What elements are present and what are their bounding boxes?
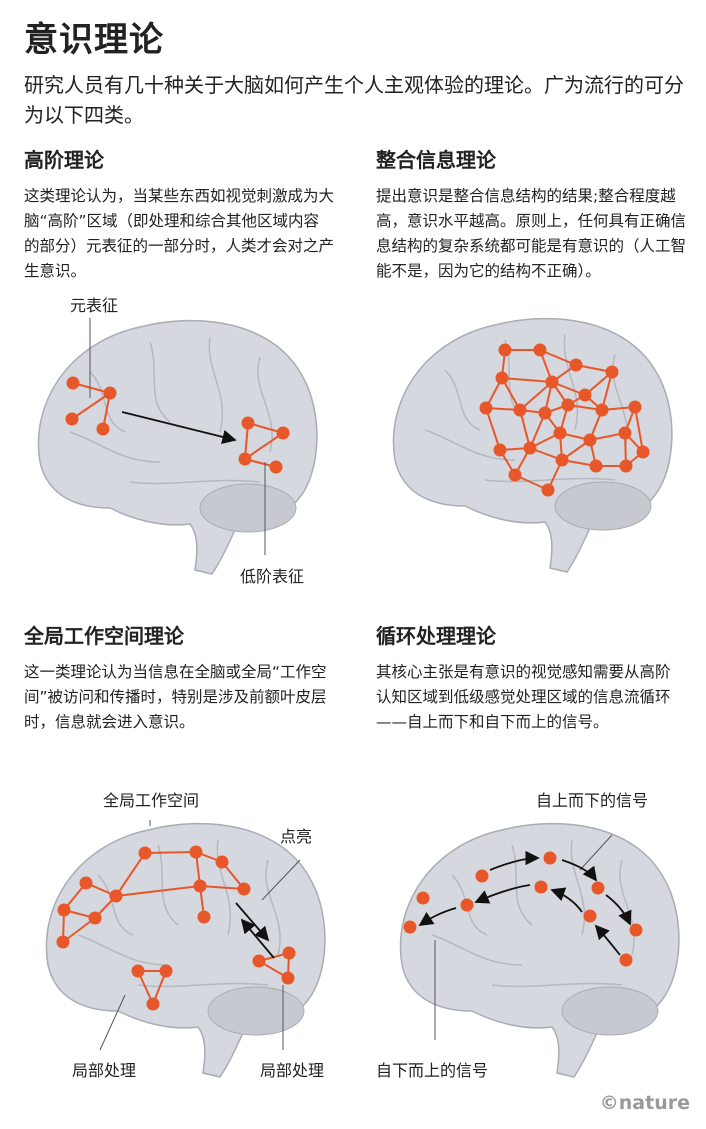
connection-line: [601, 371, 613, 411]
network-node: [541, 483, 555, 497]
network-node: [416, 891, 430, 905]
nature-credit: ©nature: [599, 1092, 690, 1114]
heading-iit: 整合信息理论: [376, 148, 496, 172]
network-node: [197, 910, 211, 924]
network-node: [88, 911, 102, 925]
network-node: [589, 459, 603, 473]
body-gwt: 这一类理论认为当信息在全脑或全局“工作空间”被访问和传播时，特别是涉及前额叶皮层…: [24, 663, 327, 731]
network-node: [618, 426, 632, 440]
connection-line: [634, 406, 644, 453]
network-node: [569, 358, 583, 372]
network-node: [595, 403, 609, 417]
heading-high-order: 高阶理论: [24, 148, 104, 172]
connection-line: [144, 851, 197, 854]
network-node: [475, 869, 489, 883]
network-node: [103, 386, 117, 400]
network-node: [252, 954, 266, 968]
network-node: [543, 851, 557, 865]
network-node: [619, 459, 633, 473]
network-node: [495, 371, 509, 385]
label-local-processing-2: 局部处理: [260, 1061, 325, 1080]
network-node: [583, 909, 597, 923]
network-node: [629, 923, 643, 937]
connection-line: [71, 392, 111, 420]
network-node: [146, 997, 160, 1011]
connection-line: [115, 852, 146, 897]
body-iit: 提出意识是整合信息结构的结果;整合程度越高，意识水平越高。原则上，任何具有正确信…: [376, 187, 687, 280]
network-node: [238, 452, 252, 466]
connection-line: [519, 409, 531, 449]
network-node: [555, 453, 569, 467]
network-node: [534, 880, 548, 894]
network-node: [215, 855, 229, 869]
brain-recurrent: [399, 822, 680, 1078]
network-node: [65, 412, 79, 426]
network-node: [619, 953, 633, 967]
body-high-order: 这类理论认为，当某些东西如视觉刺激成为大脑“高阶”区域（即处理和综合其他区域内容…: [24, 187, 335, 280]
label-meta-representation: 元表征: [70, 296, 119, 315]
network-node: [561, 398, 575, 412]
network-node: [508, 468, 522, 482]
network-node: [96, 422, 110, 436]
connection-line: [199, 885, 245, 890]
network-node: [57, 903, 71, 917]
network-node: [545, 375, 559, 389]
label-global-workspace: 全局工作空间: [103, 791, 200, 810]
network-node: [159, 964, 173, 978]
network-node: [131, 964, 145, 978]
network-node: [79, 876, 93, 890]
network-node: [591, 881, 605, 895]
network-node: [636, 445, 650, 459]
network-node: [241, 416, 255, 430]
network-node: [538, 406, 552, 420]
network-node: [189, 845, 203, 859]
heading-gwt: 全局工作空间理论: [24, 624, 184, 648]
label-low-order-representation: 低阶表征: [240, 567, 305, 586]
network-node: [56, 935, 70, 949]
network-node: [403, 920, 417, 934]
network-node: [66, 376, 80, 390]
network-node: [605, 365, 619, 379]
connection-line: [485, 407, 501, 451]
connection-line: [244, 432, 284, 460]
label-bottom-up: 自下而上的信号: [376, 1061, 489, 1080]
body-recurrent: 其核心主张是有意识的视觉感知需要从高阶认知区域到低级感觉处理区域的信息流循环——…: [376, 663, 671, 731]
brain-high-order: [37, 319, 318, 575]
network-node: [281, 971, 295, 985]
label-ignition: 点亮: [280, 827, 313, 846]
label-top-down: 自上而下的信号: [536, 791, 649, 810]
network-node: [109, 889, 123, 903]
connection-line: [519, 381, 553, 411]
network-node: [269, 460, 283, 474]
network-node: [553, 426, 567, 440]
network-node: [282, 946, 296, 960]
network-node: [513, 403, 527, 417]
network-node: [237, 882, 251, 896]
network-node: [138, 846, 152, 860]
network-node: [583, 433, 597, 447]
connection-line: [115, 885, 201, 897]
network-node: [193, 879, 207, 893]
connection-line: [501, 377, 553, 383]
connection-line: [62, 917, 96, 943]
network-node: [276, 426, 290, 440]
network-node: [523, 441, 537, 455]
intro-text: 研究人员有几十种关于大脑如何产生个人主观体验的理论。广为流行的可分为以下四类。: [24, 73, 684, 127]
network-node: [578, 388, 592, 402]
network-node: [628, 400, 642, 414]
network-node: [460, 898, 474, 912]
network-node: [498, 343, 512, 357]
heading-recurrent: 循环处理理论: [376, 624, 496, 648]
label-local-processing-1: 局部处理: [72, 1061, 137, 1080]
network-node: [479, 401, 493, 415]
network-node: [493, 443, 507, 457]
page-title: 意识理论: [24, 20, 164, 60]
network-node: [533, 343, 547, 357]
